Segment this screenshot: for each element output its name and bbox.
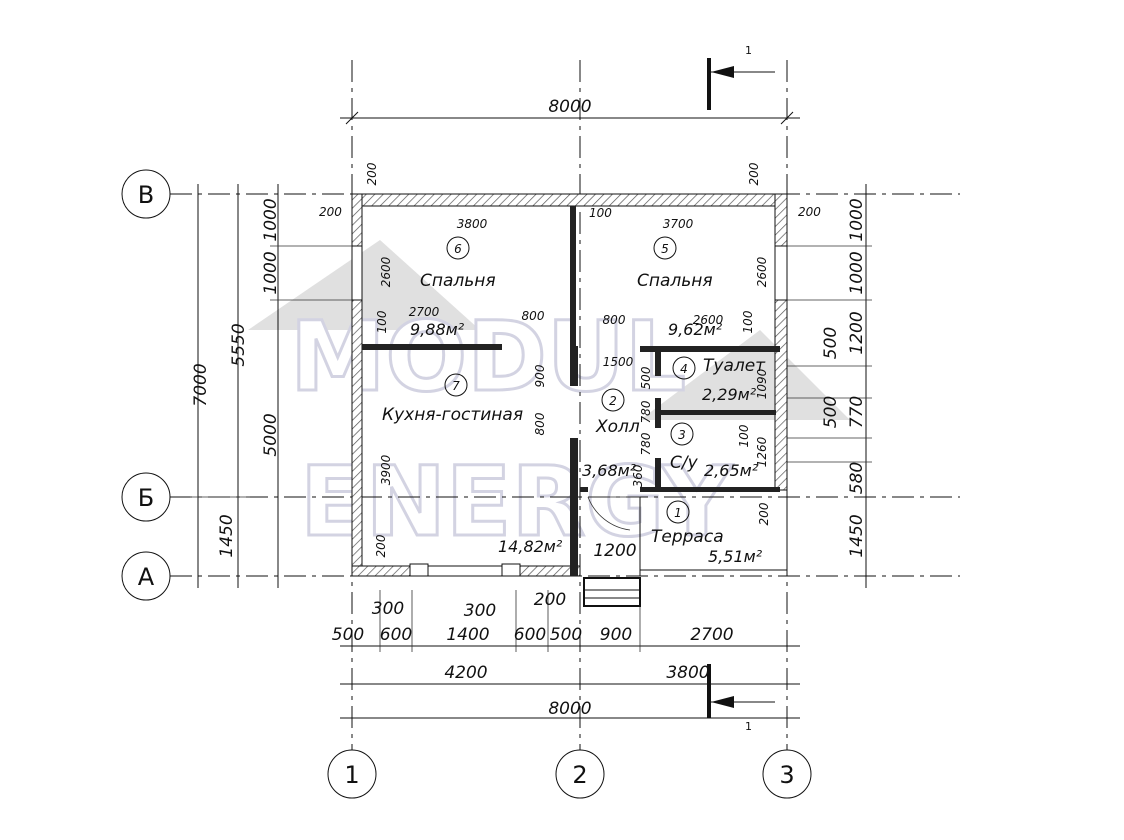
axis-markers: 1 2 3 В Б А [121, 169, 812, 799]
dim-left-1450: 1450 [217, 514, 237, 557]
room-7-area: 14,82м² [498, 537, 563, 556]
dim-chain-600a: 600 [380, 625, 412, 645]
room-5-area: 9,62м² [668, 320, 723, 339]
dim-door-800a: 800 [522, 309, 545, 323]
dim-wall-200b: 200 [319, 205, 342, 219]
dim-right-770: 770 [847, 396, 867, 428]
room-7-name: Кухня-гостиная [382, 405, 523, 425]
dim-wall-100c: 100 [741, 310, 755, 333]
dim-top-total: 8000 [548, 97, 591, 117]
axis-label-v: В [138, 181, 154, 209]
dim-right-1000a: 1000 [847, 198, 867, 241]
dimension-texts: 8000 8000 4200 3800 500 600 1400 600 500… [191, 97, 867, 719]
room-3-name: С/у [670, 453, 699, 473]
dim-room5-width: 3700 [663, 217, 694, 231]
room-3-number: 3 [678, 428, 686, 442]
dim-door-800b: 800 [603, 313, 626, 327]
room-2-name: Холл [595, 417, 640, 437]
dim-hall-500: 500 [639, 366, 653, 389]
dim-wall-200c: 200 [747, 162, 761, 185]
dim-wall-200a: 200 [365, 162, 379, 185]
axis-label-a: А [138, 563, 155, 591]
dim-chain-600b: 600 [514, 625, 546, 645]
dim-chain-900: 900 [600, 625, 632, 645]
room-1-area: 5,51м² [708, 547, 763, 566]
dim-right-500a: 500 [821, 327, 841, 359]
room-2-area: 3,68м² [582, 461, 637, 480]
axis-circle-b [121, 472, 171, 522]
dim-small-300b: 300 [464, 601, 496, 621]
dim-left-5000: 5000 [261, 413, 281, 456]
room-6-name: Спальня [420, 271, 496, 291]
room-7-number: 7 [452, 379, 460, 393]
axis-label-b: Б [138, 484, 154, 512]
room-6-area: 9,88м² [410, 320, 465, 339]
dim-chain-500a: 500 [332, 625, 364, 645]
dimension-lines [190, 111, 872, 719]
dim-wall-200d: 200 [798, 205, 821, 219]
dim-bath-1260: 1260 [755, 436, 769, 467]
axis-circle-a [121, 551, 171, 601]
axis-label-3: 3 [779, 761, 794, 789]
dim-bottom-total: 8000 [548, 699, 591, 719]
dim-wall-200f: 200 [757, 502, 771, 525]
axis-label-1: 1 [344, 761, 359, 789]
dim-terrace-door: 1200 [593, 541, 636, 561]
axis-label-2: 2 [572, 761, 587, 789]
dim-left-7000: 7000 [191, 363, 211, 406]
dim-right-1200: 1200 [847, 311, 867, 354]
dim-kitchen-3900: 3900 [379, 454, 393, 485]
axis-circle-v [121, 169, 171, 219]
dim-wall-100b: 100 [375, 310, 389, 333]
room-4-area: 2,29м² [702, 385, 757, 404]
axis-circle-1 [327, 749, 377, 799]
dim-right-500b: 500 [821, 396, 841, 428]
dim-hall-780b: 780 [639, 432, 653, 455]
dim-chain-500b: 500 [550, 625, 582, 645]
dim-bottom-3800: 3800 [666, 663, 709, 683]
room-1-number: 1 [674, 506, 682, 520]
section-mark-bottom: 1 [745, 720, 752, 733]
dim-right-1000b: 1000 [847, 251, 867, 294]
dim-room6-height: 2600 [379, 256, 393, 287]
dim-room6-inner: 2700 [409, 305, 440, 319]
dim-bottom-4200: 4200 [444, 663, 487, 683]
walls [351, 193, 788, 607]
dim-chain-2700: 2700 [690, 625, 733, 645]
dim-chain-1400: 1400 [446, 625, 489, 645]
dim-room5-height: 2600 [755, 256, 769, 287]
room-3-area: 2,65м² [704, 461, 759, 480]
room-4-number: 4 [680, 362, 688, 376]
dim-wall-100d: 100 [737, 424, 751, 447]
dim-left-1000a: 1000 [261, 198, 281, 241]
room-1-name: Терраса [651, 527, 724, 547]
dim-wall-200e: 200 [374, 534, 388, 557]
axis-circle-3 [762, 749, 812, 799]
dim-right-1450: 1450 [847, 514, 867, 557]
axis-circle-2 [555, 749, 605, 799]
dim-left-1000b: 1000 [261, 251, 281, 294]
dim-left-5550: 5550 [229, 323, 249, 366]
dim-door-800c: 800 [533, 412, 547, 435]
dim-small-300a: 300 [372, 599, 404, 619]
dim-hall-1500: 1500 [603, 355, 634, 369]
room-4-name: Туалет [703, 356, 766, 376]
dim-wall-100a: 100 [589, 206, 612, 220]
dim-door-900: 900 [533, 364, 547, 387]
room-labels: 6 Спальня 9,88м² 5 Спальня 9,62м² 7 Кухн… [382, 236, 766, 566]
room-5-name: Спальня [637, 271, 713, 291]
room-2-number: 2 [609, 394, 617, 408]
section-marks: 1 1 [707, 44, 775, 733]
dim-room5-inner: 2600 [693, 313, 724, 327]
dim-room6-width: 3800 [457, 217, 488, 231]
dim-right-580: 580 [847, 462, 867, 494]
dim-wc-1090: 1090 [755, 368, 769, 399]
dim-hall-780a: 780 [639, 400, 653, 423]
section-mark-top: 1 [745, 44, 752, 57]
dim-small-200: 200 [534, 590, 566, 610]
dim-hall-360: 360 [631, 464, 645, 487]
room-6-number: 6 [454, 242, 462, 256]
room-5-number: 5 [661, 242, 669, 256]
